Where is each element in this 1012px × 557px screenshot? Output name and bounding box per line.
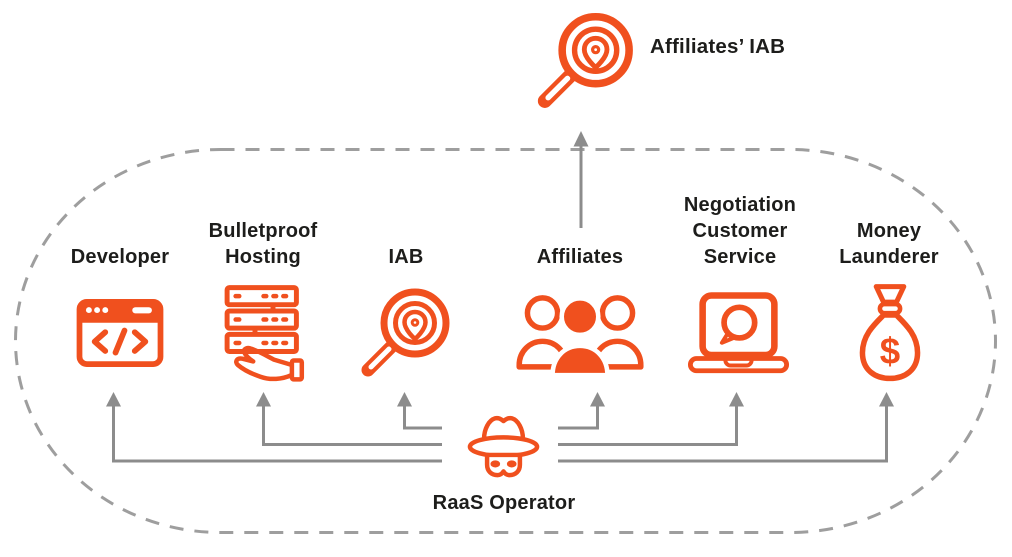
label-affiliates-iab: Affiliates’ IAB xyxy=(650,35,786,58)
arrow-operator-to-negotiation xyxy=(558,406,738,446)
server-hand-icon xyxy=(219,284,309,383)
label-iab: IAB xyxy=(388,246,424,268)
label-negotiation-customer-service: Negotiation Customer Service xyxy=(683,194,797,268)
arrow-operator-to-bulletproof-hosting xyxy=(262,406,442,446)
people-group-icon xyxy=(516,288,644,380)
arrow-operator-to-iab xyxy=(403,406,442,430)
dashed-boundary xyxy=(14,148,997,534)
arrow-operator-to-developer xyxy=(112,406,442,463)
dollar-sign: $ xyxy=(880,331,900,372)
label-money-launderer: Money Launderer xyxy=(839,220,939,268)
arrow-operator-to-money-launderer xyxy=(558,406,888,463)
operator-arrows xyxy=(112,146,888,463)
search-location-icon xyxy=(357,283,457,383)
label-affiliates: Affiliates xyxy=(536,246,624,268)
code-window-icon xyxy=(75,292,165,374)
label-bulletproof-hosting: Bulletproof Hosting xyxy=(208,220,318,268)
laptop-chat-icon xyxy=(686,290,791,378)
label-developer: Developer xyxy=(70,246,170,268)
arrow-heads xyxy=(106,131,894,407)
spy-icon xyxy=(455,407,552,482)
search-location-icon xyxy=(533,7,641,115)
arrow-operator-to-affiliates xyxy=(558,406,599,430)
label-raas-operator: RaaS Operator xyxy=(432,492,576,514)
money-bag-icon: $ xyxy=(844,282,936,383)
